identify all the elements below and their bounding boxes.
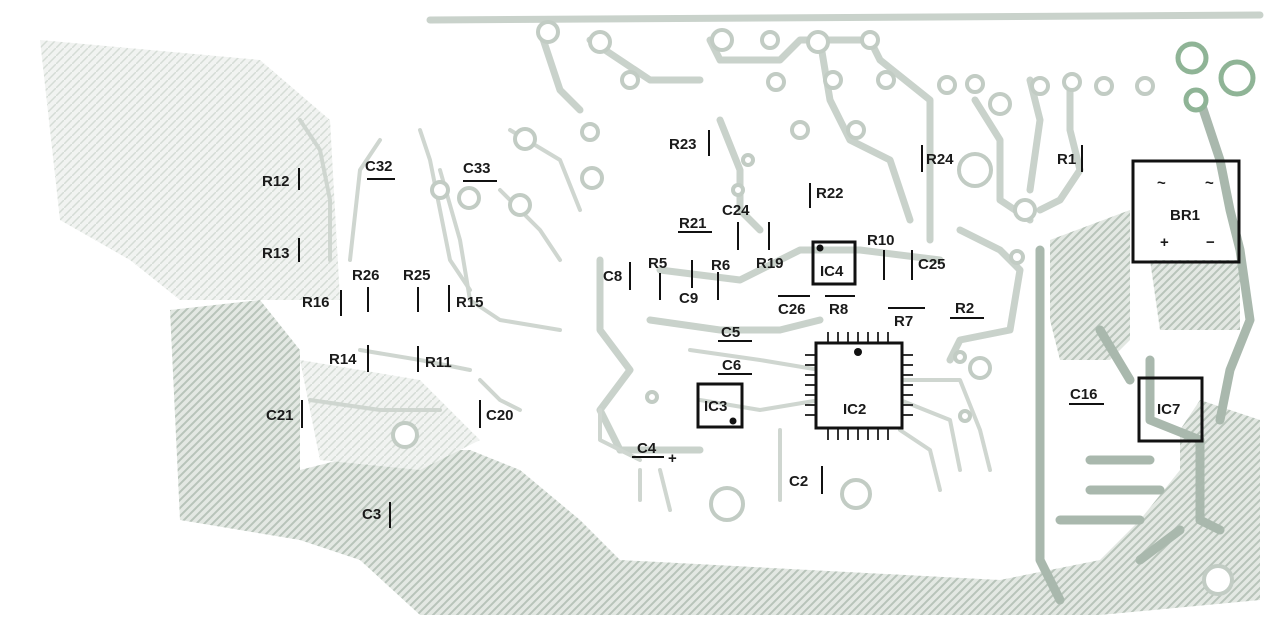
label-r14: R14 xyxy=(329,351,357,368)
labels: R12 R13 R16 R26 R25 R15 R14 R11 C21 C20 … xyxy=(262,136,1215,523)
label-ic4: IC4 xyxy=(820,263,844,280)
label-br1: BR1 xyxy=(1170,207,1200,224)
label-r25: R25 xyxy=(403,267,431,284)
ground-plane-right xyxy=(1050,210,1130,360)
label-r16: R16 xyxy=(302,294,330,311)
label-ic2: IC2 xyxy=(843,401,866,418)
label-c16: C16 xyxy=(1070,386,1098,403)
label-br1-ac2: ~ xyxy=(1205,175,1214,192)
components xyxy=(298,130,1241,528)
br1-body xyxy=(1131,159,1241,264)
ic7-body xyxy=(1137,376,1204,443)
label-c32: C32 xyxy=(365,158,393,175)
label-br1-ac1: ~ xyxy=(1157,175,1166,192)
label-r22: R22 xyxy=(816,185,844,202)
ic2-package xyxy=(805,332,913,440)
ic3-pin1-dot xyxy=(729,417,737,425)
label-c3: C3 xyxy=(362,506,381,523)
ic2-body xyxy=(814,341,904,430)
label-r11: R11 xyxy=(425,354,452,371)
label-r1: R1 xyxy=(1057,151,1076,168)
label-r15: R15 xyxy=(456,294,484,311)
ic2-pin1-dot xyxy=(854,348,862,356)
label-r26: R26 xyxy=(352,267,380,284)
label-c5: C6 xyxy=(722,357,741,374)
label-c33: C33 xyxy=(463,160,491,177)
label-r24: R24 xyxy=(926,151,954,168)
label-c9: C9 xyxy=(679,290,698,307)
label-r21: R21 xyxy=(679,215,707,232)
copper-pours xyxy=(40,40,1260,615)
label-r2: R2 xyxy=(955,300,974,317)
ground-plane-br1 xyxy=(1150,260,1240,330)
pads xyxy=(391,20,1256,596)
label-c21: C21 xyxy=(266,407,294,424)
label-c24: C24 xyxy=(722,202,750,219)
ic3-body xyxy=(696,382,744,429)
label-r6: R6 xyxy=(711,257,730,274)
label-c4: C5 xyxy=(721,324,740,341)
label-r23: R23 xyxy=(669,136,697,153)
label-r19: R19 xyxy=(756,255,784,272)
label-r10: R10 xyxy=(867,232,895,249)
label-c26: C26 xyxy=(778,301,806,318)
ground-plane-left xyxy=(40,40,340,300)
label-ic7: IC7 xyxy=(1157,401,1180,418)
label-r12: R12 xyxy=(262,173,290,190)
label-c20: C20 xyxy=(486,407,514,424)
label-r13: R13 xyxy=(262,245,290,262)
label-c8: C8 xyxy=(603,268,622,285)
ground-plane-center xyxy=(300,360,480,470)
label-r7: R7 xyxy=(894,313,913,330)
label-br1-minus: − xyxy=(1206,234,1215,251)
label-c25: C25 xyxy=(918,256,946,273)
label-c6-plus: + xyxy=(668,450,677,467)
label-br1-plus: + xyxy=(1160,234,1169,251)
label-ic3: IC3 xyxy=(704,398,727,415)
label-c6: C4 xyxy=(637,440,657,457)
label-r8: R8 xyxy=(829,301,848,318)
ic4-body xyxy=(811,240,857,286)
ic4-pin1-dot xyxy=(816,244,824,252)
ground-plane-bottom xyxy=(170,300,1260,615)
label-c2: C2 xyxy=(789,473,808,490)
label-r5: R5 xyxy=(648,255,667,272)
ic2-pins xyxy=(805,332,913,440)
